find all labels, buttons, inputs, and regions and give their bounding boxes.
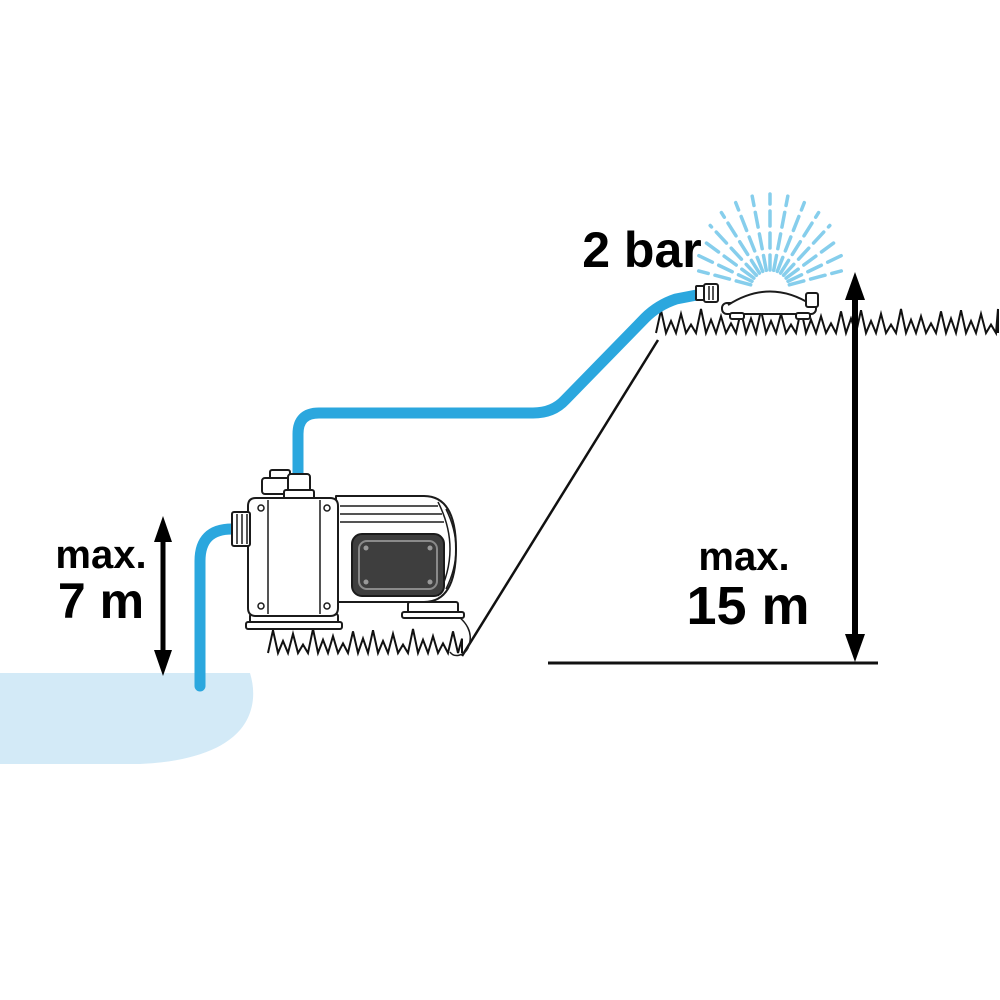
panel-screw (363, 579, 369, 585)
spray-line (696, 269, 753, 287)
sprinkler-tube (727, 290, 813, 306)
delivery-hose (292, 288, 708, 498)
grass-upper (655, 308, 999, 337)
pump-base-flange (245, 621, 343, 630)
pump-control-panel-screen (358, 540, 438, 590)
panel-screw (427, 545, 433, 551)
pump-control-panel (351, 533, 445, 597)
sprinkler-foot (795, 312, 811, 320)
spray-line (700, 238, 756, 280)
water-source (0, 673, 254, 764)
spray-line (781, 223, 832, 278)
sprinkler-connector (695, 285, 705, 301)
spray-line (697, 253, 754, 284)
suction-height-label-value: 7 m (58, 573, 144, 629)
delivery-height-label-max: max. (698, 535, 789, 579)
spray-line (775, 200, 807, 274)
grass-lower (267, 628, 463, 657)
suction-height-arrow (154, 516, 172, 676)
pump-motor-foot-flange (401, 611, 465, 619)
spray-line (719, 210, 762, 275)
slope-line (460, 339, 660, 657)
panel-screw (363, 545, 369, 551)
spray-line (778, 210, 821, 275)
sprinkler-coupling (703, 283, 719, 303)
spray-line (784, 238, 840, 280)
panel-screw (427, 579, 433, 585)
spray-line (733, 200, 765, 274)
pump-head (247, 497, 339, 617)
sprinkler-icon (695, 283, 819, 320)
spray-line (708, 223, 759, 278)
water-spray-icon (696, 192, 844, 287)
sprinkler-foot (729, 312, 745, 320)
suction-hose (194, 523, 253, 692)
delivery-height-label-value: 15 m (686, 576, 809, 636)
sprinkler-end-cap (805, 292, 819, 308)
pump-cable (447, 609, 471, 657)
suction-height-label-max: max. (55, 533, 146, 577)
spray-line (771, 194, 790, 273)
delivery-height-arrow (845, 272, 865, 662)
spray-line (750, 194, 769, 273)
garden-pump-icon (231, 469, 471, 657)
pressure-label: 2 bar (582, 222, 702, 278)
spray-line (786, 253, 843, 284)
spray-line (787, 269, 844, 287)
